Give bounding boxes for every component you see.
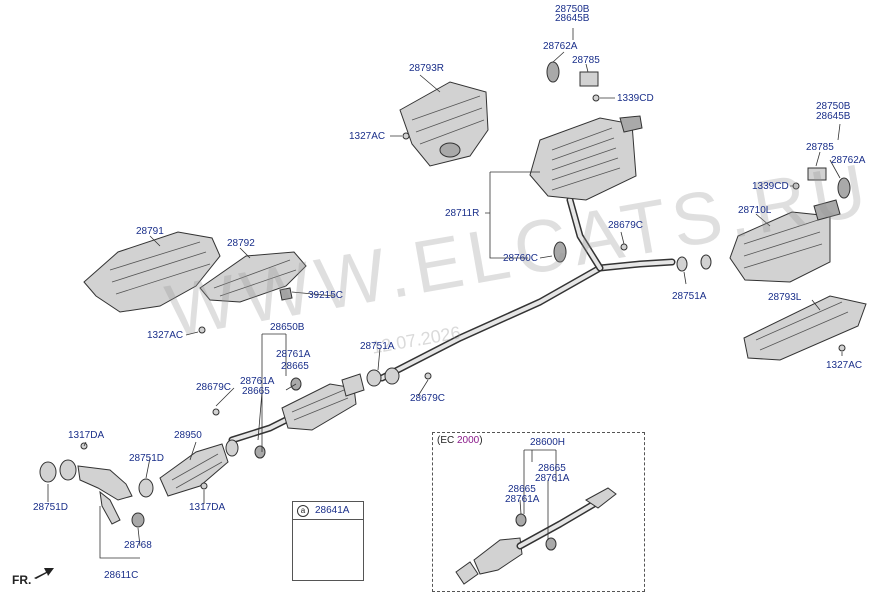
label-28750B-top[interactable]: 28750B: [555, 4, 590, 15]
label-28711R[interactable]: 28711R: [445, 208, 480, 219]
label-28785-right[interactable]: 28785: [806, 142, 834, 153]
label-28645B-right[interactable]: 28645B: [816, 111, 851, 122]
label-1317DA-bottom[interactable]: 1317DA: [189, 502, 226, 513]
label-28785-top[interactable]: 28785: [572, 55, 600, 66]
label-1339CD-right[interactable]: 1339CD: [752, 181, 789, 192]
label-28950[interactable]: 28950: [174, 430, 202, 441]
heat-shield-28791: [83, 231, 221, 313]
catalytic-converter-28950: [138, 439, 239, 498]
label-28751D-right[interactable]: 28751D: [129, 453, 165, 464]
label-28761A-ec-a[interactable]: 28761A: [535, 473, 570, 484]
hanger-28762A-right: [792, 167, 851, 199]
label-28762A-right[interactable]: 28762A: [831, 155, 866, 166]
label-28768[interactable]: 28768: [124, 540, 152, 551]
hanger-28760C: [553, 241, 628, 263]
label-28611C[interactable]: 28611C: [104, 570, 139, 581]
label-28750B-right[interactable]: 28750B: [816, 101, 851, 112]
detail-a-box: a 28641A: [292, 501, 364, 581]
label-28665-a[interactable]: 28665: [281, 361, 309, 372]
label-28792[interactable]: 28792: [227, 238, 255, 249]
ec-box-year: 2000: [457, 435, 480, 446]
ec-box-prefix: (EC: [437, 435, 457, 446]
detail-a-header: a 28641A: [293, 502, 363, 520]
label-28751A-mid[interactable]: 28751A: [360, 341, 395, 352]
label-28762A-top[interactable]: 28762A: [543, 41, 578, 52]
label-28679C-left[interactable]: 28679C: [196, 382, 232, 393]
label-28761A-ec-b[interactable]: 28761A: [505, 494, 540, 505]
rear-muffler-right: [529, 115, 643, 201]
label-1327AC-right[interactable]: 1327AC: [826, 360, 863, 371]
label-28761A-b[interactable]: 28761A: [240, 376, 275, 387]
label-28791[interactable]: 28791: [136, 226, 164, 237]
label-28665-ec-a[interactable]: 28665: [538, 463, 566, 474]
label-28793R[interactable]: 28793R: [409, 63, 445, 74]
label-28665-ec-b[interactable]: 28665: [508, 484, 536, 495]
rear-muffler-left: [676, 199, 841, 283]
label-28751D-left[interactable]: 28751D: [33, 502, 69, 513]
label-28641A[interactable]: 28641A: [315, 505, 350, 516]
label-28751A-right[interactable]: 28751A: [672, 291, 707, 302]
label-28645B-top[interactable]: 28645B: [555, 13, 590, 24]
front-pipe-28611C: [39, 442, 145, 528]
label-28600H[interactable]: 28600H: [530, 437, 566, 448]
leader-lines: [47, 28, 843, 559]
heat-shield-28793L: [743, 295, 867, 361]
label-28665-b[interactable]: 28665: [242, 386, 270, 397]
label-28710L[interactable]: 28710L: [738, 205, 772, 216]
label-39215C[interactable]: 39215C: [308, 290, 344, 301]
label-1339CD-top[interactable]: 1339CD: [617, 93, 654, 104]
label-1327AC-top[interactable]: 1327AC: [349, 131, 386, 142]
heat-shield-28793R: [399, 81, 489, 167]
heat-shield-28792: [198, 251, 307, 334]
label-28679C-mid[interactable]: 28679C: [608, 220, 644, 231]
hanger-28762A-top: [546, 61, 600, 102]
label-28793L[interactable]: 28793L: [768, 292, 802, 303]
detail-a-marker: a: [297, 505, 309, 517]
label-28679C-center[interactable]: 28679C: [410, 393, 446, 404]
label-28761A-a[interactable]: 28761A: [276, 349, 311, 360]
ec-variant-box: (EC 2000): [432, 432, 645, 592]
label-28760C[interactable]: 28760C: [503, 253, 539, 264]
label-1327AC-left[interactable]: 1327AC: [147, 330, 184, 341]
front-arrow-icon: [34, 568, 54, 579]
label-1317DA-top[interactable]: 1317DA: [68, 430, 105, 441]
orientation-label: FR.: [12, 573, 32, 587]
main-exhaust-pipe: [378, 196, 676, 382]
label-28650B[interactable]: 28650B: [270, 322, 305, 333]
ec-box-title: (EC 2000): [437, 435, 483, 446]
center-muffler-28650B: [212, 367, 432, 459]
ec-pipe-assembly-28600H: [455, 487, 617, 585]
ec-box-suffix: ): [479, 435, 483, 446]
